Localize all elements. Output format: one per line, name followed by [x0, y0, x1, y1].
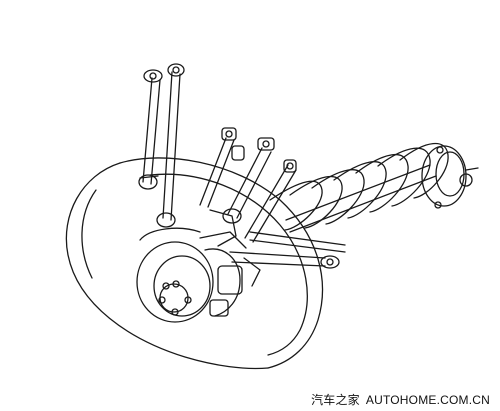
wheel-hub: [136, 241, 214, 323]
watermark-en: AUTOHOME.COM.CN: [365, 393, 490, 407]
coil-spring: [269, 142, 449, 233]
toe-link-1: [199, 127, 245, 208]
watermark-cn: 汽车之家: [311, 393, 360, 407]
shock-top-mount: [421, 145, 479, 209]
lower-control-arm: [229, 231, 346, 269]
brake-caliper: [199, 231, 247, 317]
lateral-link: [244, 159, 297, 243]
watermark: 汽车之家 AUTOHOME.COM.CN: [311, 391, 490, 408]
toe-link-2: [222, 137, 275, 224]
upper-control-arm: [138, 63, 185, 228]
tire: [65, 157, 324, 370]
knuckle: [139, 209, 261, 287]
